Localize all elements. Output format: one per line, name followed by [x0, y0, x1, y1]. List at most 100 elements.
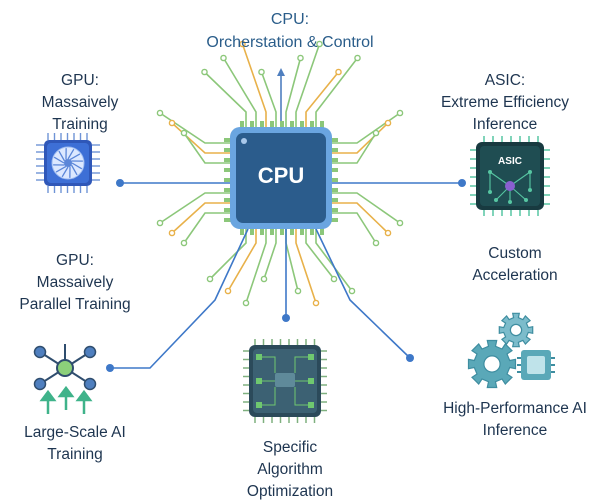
algorithm-chip-icon — [243, 339, 327, 423]
gpu-mid-line3: Parallel Training — [19, 296, 131, 313]
circuit-trace — [263, 229, 277, 280]
trace-node — [156, 219, 164, 227]
cpu-pin — [330, 158, 338, 162]
trace-node — [372, 239, 380, 247]
cpu-pin — [224, 148, 232, 152]
up-arrowhead — [277, 68, 285, 76]
large-scale-line1: Large-Scale AI — [24, 424, 126, 441]
gpu-mid-line1: GPU: — [56, 252, 94, 269]
trace-node — [384, 229, 392, 237]
trace-node — [168, 119, 176, 127]
cpu-pin — [330, 218, 338, 222]
cpu-title-line2: Orcherstation & Control — [206, 34, 374, 51]
hp-line2: Inference — [482, 422, 548, 439]
circuit-trace — [241, 43, 267, 127]
up-arrows-icon — [39, 385, 93, 414]
large-scale-label: Large-Scale AI Training — [0, 422, 150, 466]
circuit-trace — [159, 112, 230, 144]
cpu-pin1-dot — [241, 138, 247, 144]
cpu-pin — [330, 168, 338, 172]
gear-chip-icon — [517, 350, 555, 380]
cpu-pin — [330, 178, 338, 182]
connector-dot — [116, 179, 124, 187]
cpu-pin — [260, 121, 264, 129]
cpu-pin — [280, 121, 284, 129]
circuit-trace — [171, 202, 230, 234]
circuit-trace — [305, 71, 340, 127]
custom-acceleration-label: Custom Acceleration — [450, 243, 580, 287]
cpu-chip-label: CPU — [258, 163, 304, 188]
specific-line3: Optimization — [246, 483, 334, 500]
trace-node — [156, 109, 164, 117]
trace-node — [294, 287, 302, 295]
circuit-trace — [222, 57, 257, 127]
connector-dot — [406, 354, 414, 362]
gpu-parallel-label: GPU: Massaively Parallel Training — [0, 250, 150, 316]
gears-icon — [467, 312, 555, 389]
connector-lines — [106, 179, 466, 372]
gpu-training-label: GPU: Massaively Training — [20, 70, 140, 136]
gpu-fan-chip-icon — [36, 133, 100, 193]
cpu-pin — [270, 227, 274, 235]
large-scale-line2: Training — [47, 446, 103, 463]
cpu-pin — [300, 121, 304, 129]
circuit-trace — [159, 192, 230, 224]
circuit-trace — [183, 132, 230, 164]
circuit-trace — [332, 212, 377, 244]
cpu-pin — [240, 227, 244, 235]
asic-line3: Inference — [472, 116, 538, 133]
asic-chip-icon: ASIC — [470, 136, 550, 216]
specific-algorithm-label: Specific Algorithm Optimization — [200, 437, 380, 503]
circuit-trace — [315, 229, 353, 292]
circuit-trace — [295, 43, 321, 127]
trace-node — [396, 109, 404, 117]
custom-line2: Acceleration — [472, 267, 558, 284]
cpu-pin — [224, 178, 232, 182]
trace-node — [335, 68, 342, 76]
custom-line1: Custom — [488, 245, 542, 262]
cpu-pin — [310, 227, 314, 235]
cpu-pin — [330, 138, 338, 142]
circuit-trace — [203, 71, 247, 127]
trace-node — [180, 239, 188, 247]
cpu-pin — [300, 227, 304, 235]
trace-node — [354, 54, 361, 62]
circuit-trace — [332, 112, 401, 144]
connector-dot — [458, 179, 466, 187]
gpu-mid-line2: Massaively — [36, 274, 114, 291]
cpu-pin — [224, 208, 232, 212]
cpu-title-line1: CPU: — [270, 11, 310, 28]
trace-node — [239, 40, 246, 48]
circuit-traces — [156, 40, 404, 307]
trace-node — [224, 287, 232, 295]
hp-line1: High-Performance AI — [443, 400, 587, 417]
cpu-pins — [224, 121, 338, 235]
network-node-icon — [33, 344, 97, 391]
trace-node — [297, 54, 304, 62]
high-performance-label: High-Performance AI Inference — [420, 398, 605, 442]
cpu-pin — [240, 121, 244, 129]
trace-node — [201, 68, 208, 76]
cpu-title: CPU: Orcherstation & Control — [170, 8, 410, 54]
cpu-chip: CPU — [224, 121, 338, 235]
cpu-pin — [280, 227, 284, 235]
trace-node — [316, 40, 323, 48]
cpu-pin — [224, 168, 232, 172]
circuit-trace — [285, 57, 302, 127]
asic-label: ASIC: Extreme Efficiency Inference — [415, 70, 595, 136]
circuit-trace — [245, 229, 267, 304]
gpu-top-line3: Training — [52, 116, 108, 133]
cpu-pin — [224, 198, 232, 202]
circuit-trace — [315, 57, 359, 127]
specific-line1: Specific — [262, 439, 318, 456]
gpu-top-line2: Massaively — [41, 94, 119, 111]
connector-dot — [106, 364, 114, 372]
trace-node — [312, 299, 320, 307]
connector-line — [110, 228, 249, 369]
circuit-trace — [305, 229, 335, 280]
specific-line2: Algorithm — [257, 461, 323, 478]
cpu-pin — [260, 227, 264, 235]
connector-dot — [282, 314, 290, 322]
cpu-pin — [310, 121, 314, 129]
